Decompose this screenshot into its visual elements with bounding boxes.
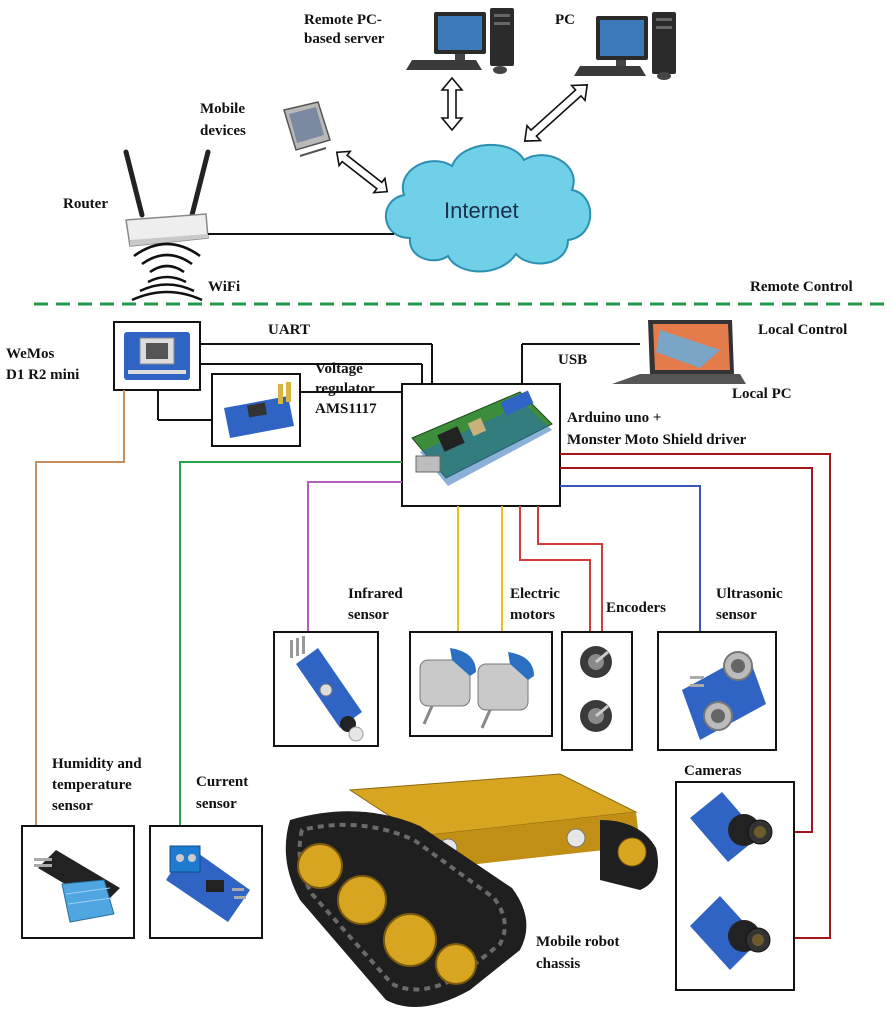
label-humidity-2: temperature bbox=[52, 777, 132, 793]
label-voltage-2: regulator bbox=[315, 381, 375, 397]
label-pc: PC bbox=[555, 12, 575, 28]
wire-ultrasonic bbox=[560, 485, 701, 632]
robot-chassis-icon bbox=[285, 773, 658, 1008]
camera-module-icon bbox=[690, 792, 773, 970]
label-mobile-1: Mobile bbox=[200, 101, 245, 117]
pc-computer-icon bbox=[574, 12, 676, 80]
label-arduino-1: Arduino uno + bbox=[567, 410, 661, 426]
label-infrared-2: sensor bbox=[348, 607, 389, 623]
black-wiring bbox=[157, 343, 640, 421]
wire-humidity bbox=[35, 390, 125, 826]
arrow-mobile-internet bbox=[335, 150, 389, 194]
remote-server-computer-icon bbox=[406, 8, 514, 74]
wire-camera-2 bbox=[560, 453, 831, 939]
label-voltage-3: AMS1117 bbox=[315, 401, 377, 417]
arrow-server-internet bbox=[440, 76, 464, 132]
label-uart: UART bbox=[268, 322, 310, 338]
label-encoders: Encoders bbox=[606, 600, 666, 616]
label-ultrasonic-1: Ultrasonic bbox=[716, 586, 783, 602]
arrow-pc-internet bbox=[523, 84, 589, 142]
arrows bbox=[335, 76, 589, 194]
infrared-sensor-icon bbox=[290, 636, 364, 742]
label-remote-server-1: Remote PC- bbox=[304, 12, 382, 28]
encoder-icon bbox=[580, 646, 612, 732]
wemos-board-icon bbox=[124, 332, 190, 380]
label-arduino-2: Monster Moto Shield driver bbox=[567, 432, 747, 448]
label-remote-server-2: based server bbox=[304, 31, 385, 47]
colored-wiring bbox=[35, 390, 831, 939]
router-icon bbox=[123, 149, 211, 247]
internet-cloud-icon bbox=[385, 143, 592, 273]
label-current-1: Current bbox=[196, 774, 248, 790]
label-voltage-1: Voltage bbox=[315, 361, 363, 377]
label-motors-1: Electric bbox=[510, 586, 560, 602]
ultrasonic-sensor-icon bbox=[682, 651, 766, 740]
laptop-icon bbox=[612, 320, 746, 384]
label-chassis-2: chassis bbox=[536, 956, 580, 972]
wire-current bbox=[179, 461, 402, 826]
arduino-shield-icon bbox=[411, 390, 553, 486]
humidity-sensor-icon bbox=[34, 850, 120, 923]
wire-infrared bbox=[307, 481, 402, 632]
label-ultrasonic-2: sensor bbox=[716, 607, 757, 623]
label-cameras: Cameras bbox=[684, 763, 742, 779]
mobile-device-icon bbox=[283, 101, 331, 157]
label-wifi: WiFi bbox=[208, 279, 240, 295]
wire-encoder-2 bbox=[537, 506, 603, 632]
label-mobile-2: devices bbox=[200, 123, 246, 139]
label-local-pc: Local PC bbox=[732, 386, 792, 402]
voltage-regulator-board-icon bbox=[224, 382, 294, 438]
wifi-icon bbox=[131, 242, 203, 302]
label-infrared-1: Infrared bbox=[348, 586, 403, 602]
wire-camera-1 bbox=[560, 467, 813, 833]
label-remote-control: Remote Control bbox=[750, 279, 853, 295]
label-chassis-1: Mobile robot bbox=[536, 934, 619, 950]
electric-motor-icon bbox=[419, 648, 534, 729]
label-humidity-3: sensor bbox=[52, 798, 93, 814]
label-local-control: Local Control bbox=[758, 322, 847, 338]
wire-encoder-1 bbox=[519, 506, 591, 632]
label-usb: USB bbox=[558, 352, 587, 368]
label-wemos-2: D1 R2 mini bbox=[6, 367, 79, 383]
label-router: Router bbox=[63, 196, 108, 212]
label-humidity-1: Humidity and bbox=[52, 756, 142, 772]
label-current-2: sensor bbox=[196, 796, 237, 812]
label-motors-2: motors bbox=[510, 607, 555, 623]
label-internet: Internet bbox=[444, 198, 519, 223]
current-sensor-icon bbox=[166, 845, 250, 922]
label-wemos-1: WeMos bbox=[6, 346, 54, 362]
